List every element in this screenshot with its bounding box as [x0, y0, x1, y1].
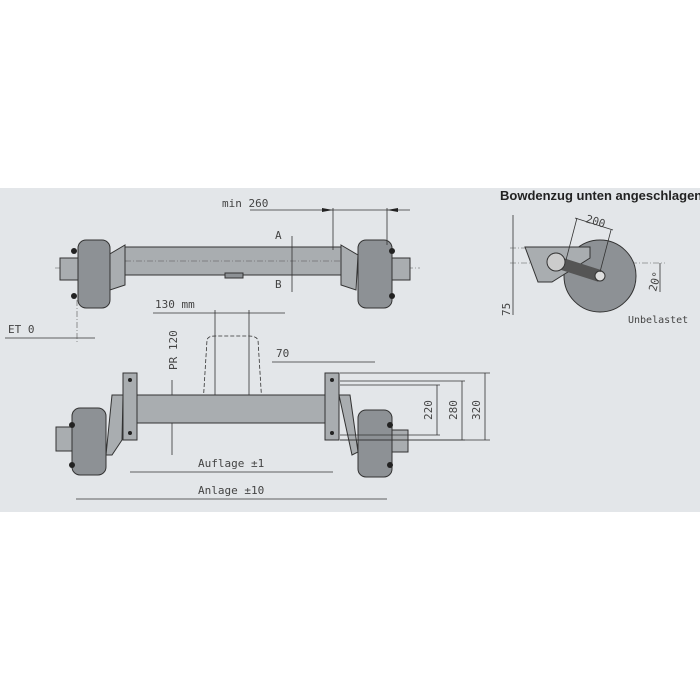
et-0-label: ET 0 [8, 323, 35, 336]
section-b-label: B [275, 278, 282, 291]
mount-bracket-left [122, 372, 138, 441]
unbelastet-label: Unbelastet [628, 315, 688, 326]
detail-title: Bowdenzug unten angeschlagen [500, 188, 700, 203]
brake-drum-right [357, 239, 393, 309]
height-75-label: 75 [500, 303, 513, 316]
axle-label-plate [224, 272, 244, 279]
section-a-label: A [275, 229, 282, 242]
arm-200-label: 200 [584, 212, 607, 230]
auflage-label: Auflage ±1 [198, 457, 264, 470]
brake-drum-bottom-right [357, 409, 393, 478]
drawing-background [0, 188, 700, 512]
hub-right [391, 257, 411, 281]
hub-bottom-left [55, 426, 73, 452]
height-280-label: 280 [447, 400, 460, 420]
mount-bracket-right [324, 372, 340, 441]
min-260-label: min 260 [222, 197, 268, 210]
anlage-label: Anlage ±10 [198, 484, 264, 497]
brake-drum-bottom-left [71, 407, 107, 476]
hub-bottom-right [391, 429, 409, 453]
offset-70-label: 70 [276, 347, 289, 360]
hub-left [59, 257, 79, 281]
top-view-axle: min 260 A B ET 0 [5, 197, 420, 342]
height-320-label: 320 [470, 400, 483, 420]
width-130-label: 130 mm [155, 298, 195, 311]
bowden-cable-detail: Bowdenzug unten angeschlagen 200 20° 75 … [500, 188, 700, 326]
pr-120-label: PR 120 [167, 330, 180, 370]
angle-20-label: 20° [646, 270, 664, 293]
height-220-label: 220 [422, 400, 435, 420]
axle-tube-bottom [136, 394, 331, 424]
bottom-view-axle: 130 mm PR 120 70 220 280 320 Au [55, 298, 490, 500]
brake-drum-left [77, 239, 111, 309]
